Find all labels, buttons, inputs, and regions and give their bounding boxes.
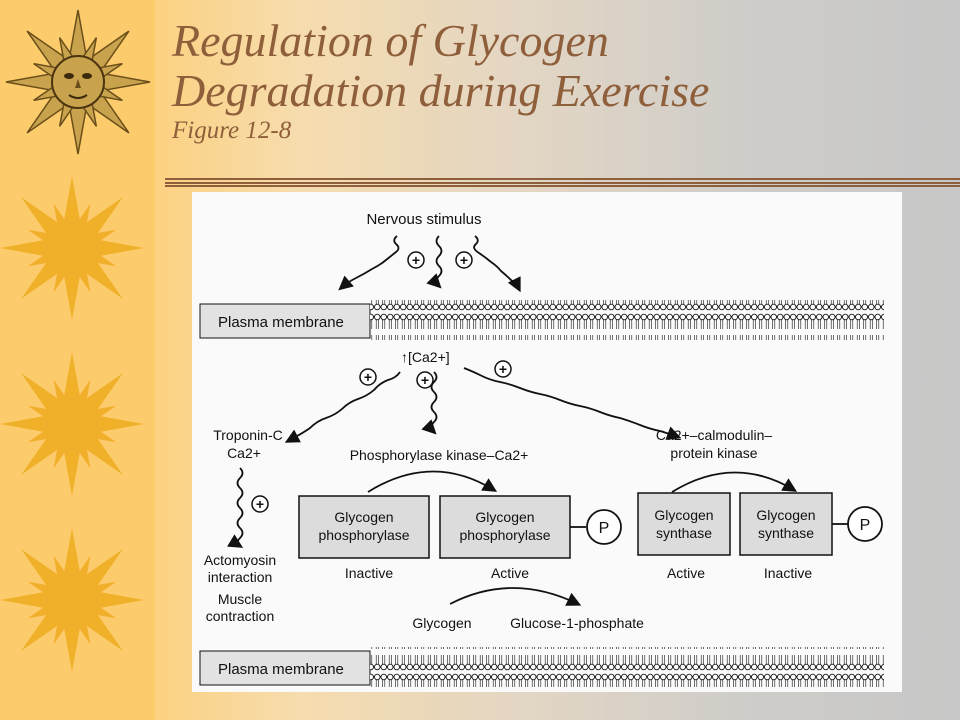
stimulus-arrow-middle [426,235,443,289]
muscle-line-1: Muscle [218,591,263,607]
troponin-arrow [227,467,244,548]
svg-text:Glycogen: Glycogen [654,507,713,523]
plus-icon: + [455,251,473,269]
glucose-1-phosphate-label: Glucose-1-phosphate [510,615,644,631]
svg-text:+: + [460,252,468,268]
calcium-arrow-troponin [284,371,401,443]
calcium-arrow-calmodulin [463,367,682,440]
actomyosin-line-1: Actomyosin [204,552,276,568]
stimulus-arrow-left [338,235,400,291]
plasma-membrane-top-label: Plasma membrane [218,314,344,331]
svg-text:Glycogen: Glycogen [334,509,393,525]
sun-face-icon [5,9,151,155]
state-active-label: Active [667,565,705,581]
svg-text:phosphorylase: phosphorylase [318,527,409,543]
state-active-label: Active [491,565,529,581]
svg-text:+: + [256,496,264,512]
plus-icon: + [416,371,434,389]
troponin-label-line-1: Troponin-C [213,427,283,443]
glycogen-synthase-inactive-box: Glycogen synthase [739,492,848,556]
plus-icon: + [407,251,425,269]
stimulus-arrow-right [473,235,521,293]
phosphate-icon: P [586,509,622,545]
svg-text:P: P [860,517,871,534]
phosphorylase-kinase-label: Phosphorylase kinase–Ca2+ [350,447,529,463]
title-rule [165,178,960,187]
synthase-inactivation-arrow [671,471,798,493]
svg-text:synthase: synthase [758,525,814,541]
svg-text:P: P [599,520,610,537]
svg-text:phosphorylase: phosphorylase [459,527,550,543]
actomyosin-line-2: interaction [208,569,273,585]
figure-panel: Nervous stimulus + + Plasma membrane ↑[C… [192,192,902,692]
glycogen-breakdown-arrow [449,587,582,606]
slide-title-line-1: Regulation of Glycogen [172,15,609,66]
glycogen-regulation-diagram: Nervous stimulus + + Plasma membrane ↑[C… [199,211,884,687]
slide-subtitle: Figure 12-8 [172,117,292,144]
svg-text:+: + [421,372,429,388]
svg-text:synthase: synthase [656,525,712,541]
troponin-label-line-2: Ca2+ [227,445,261,461]
plasma-membrane-bottom-label: Plasma membrane [218,661,344,678]
glycogen-phosphorylase-inactive-box: Glycogen phosphorylase [298,495,430,559]
sun-icon [0,352,144,496]
calmodulin-label-line-2: protein kinase [670,445,757,461]
sun-decoration-column [0,9,151,672]
glycogen-synthase-active-box: Glycogen synthase [637,492,731,556]
calcium-arrow-phosphorylase-kinase [421,371,438,435]
phosphate-icon: P [847,506,883,542]
plus-icon: + [359,368,377,386]
glycogen-phosphorylase-active-box: Glycogen phosphorylase [439,495,586,559]
plus-icon: + [251,495,269,513]
svg-text:Glycogen: Glycogen [475,509,534,525]
nervous-stimulus-label: Nervous stimulus [366,211,481,228]
plasma-membrane-top: Plasma membrane [199,300,884,340]
calcium-signal-label: ↑[Ca2+] [401,349,450,365]
plasma-membrane-bottom: Plasma membrane [199,647,884,687]
phosphorylase-activation-arrow [367,470,498,493]
slide-title-line-2: Degradation during Exercise [172,65,710,116]
sun-icon [0,528,144,672]
svg-text:+: + [499,361,507,377]
svg-text:Glycogen: Glycogen [756,507,815,523]
sun-icon [0,176,144,320]
plus-icon: + [494,360,512,378]
muscle-line-2: contraction [206,608,274,624]
svg-text:+: + [412,252,420,268]
state-inactive-label: Inactive [764,565,812,581]
svg-text:+: + [364,369,372,385]
calmodulin-label-line-1: Ca2+–calmodulin– [656,427,773,443]
glycogen-label: Glycogen [412,615,471,631]
state-inactive-label: Inactive [345,565,393,581]
slide-title-block: Regulation of Glycogen Degradation durin… [172,16,952,146]
